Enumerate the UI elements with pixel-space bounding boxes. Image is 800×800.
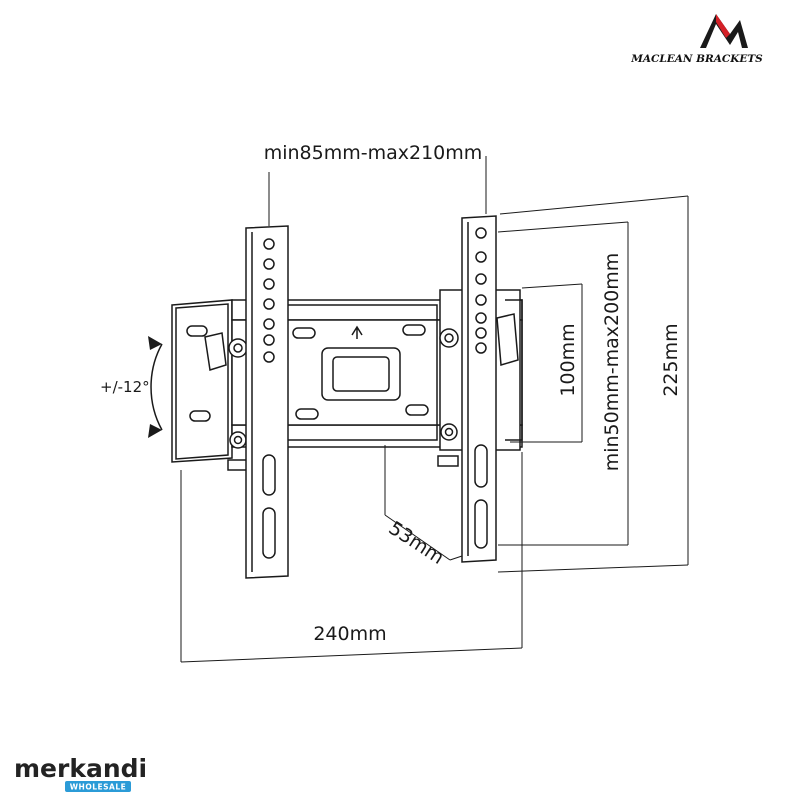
right-arm [461,215,497,563]
total-width-label: 240mm [313,623,386,645]
maclean-logo: MACLEAN BRACKETS [630,14,763,65]
logo-accent-icon [716,14,730,38]
wholesale-badge [65,781,131,792]
tilt-indicator: +/-12° [100,336,163,438]
min-spacing-label: 100mm [557,323,579,396]
arm-spacing-label: min85mm-max210mm [264,142,483,164]
merkandi-name: merkandi [14,754,147,783]
merkandi-watermark: merkandi WHOLESALE [14,754,147,792]
brand-name: MACLEAN BRACKETS [630,53,763,65]
tilt-knobs [204,313,519,471]
arrow-up-icon [148,336,162,350]
vertical-spacing-label: min50mm-max200mm [601,253,623,472]
total-height-label: 225mm [660,323,682,396]
wall-distance-label: 53mm [385,517,448,569]
tilt-angle-label: +/-12° [100,378,150,396]
arrow-down-icon [148,424,162,438]
left-arm [245,225,289,579]
center-cutout [321,347,401,401]
dimension-lines [180,156,689,663]
wholesale-badge-label: WHOLESALE [70,783,126,792]
knob-left-top [204,332,227,371]
knob-right [496,313,519,366]
center-plate [186,304,438,441]
up-arrow-icon [351,325,363,339]
